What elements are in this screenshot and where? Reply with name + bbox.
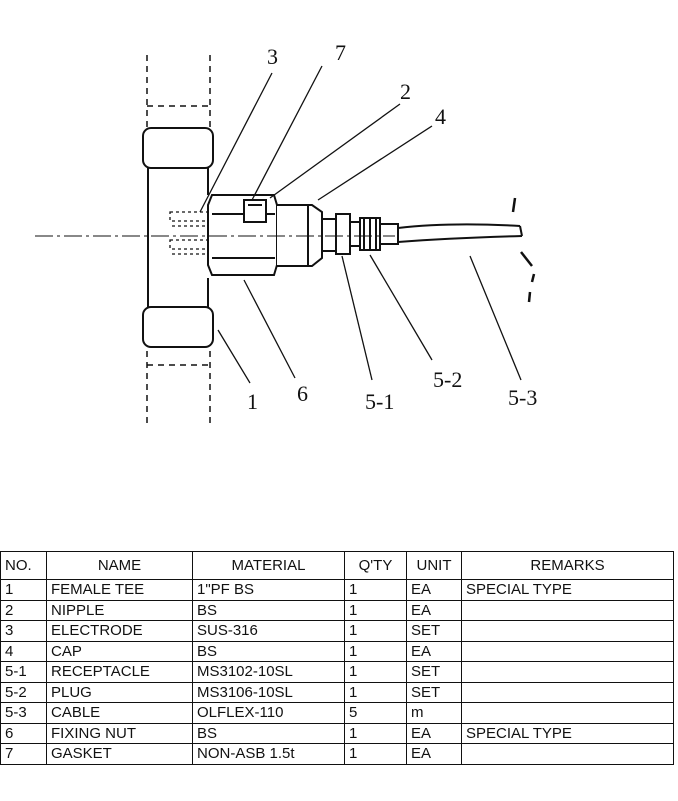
table-row: 5-1 RECEPTACLE MS3102-10SL 1 SET bbox=[0, 661, 674, 683]
cell-remarks bbox=[461, 661, 674, 683]
leader-lines bbox=[199, 65, 522, 384]
cell-qty: 1 bbox=[344, 681, 407, 703]
cell-name: RECEPTACLE bbox=[46, 661, 193, 683]
cell-name: ELECTRODE bbox=[46, 620, 193, 642]
table-row: 5-3 CABLE OLFLEX-110 5 m bbox=[0, 702, 674, 724]
cell-material: BS bbox=[192, 640, 345, 662]
cell-no: 3 bbox=[0, 620, 47, 642]
table-row: 7 GASKET NON-ASB 1.5t 1 EA bbox=[0, 743, 674, 765]
cell-qty: 1 bbox=[344, 743, 407, 765]
header-material: MATERIAL bbox=[192, 551, 345, 580]
callout-6: 6 bbox=[297, 381, 308, 406]
cell-name: CABLE bbox=[46, 702, 193, 724]
cell-remarks bbox=[461, 702, 674, 724]
cell-material: NON-ASB 1.5t bbox=[192, 743, 345, 765]
female-tee bbox=[142, 127, 214, 348]
cell-qty: 5 bbox=[344, 702, 407, 724]
cell-name: CAP bbox=[46, 640, 193, 662]
cell-no: 6 bbox=[0, 722, 47, 744]
cell-qty: 1 bbox=[344, 722, 407, 744]
cell-unit: EA bbox=[406, 640, 462, 662]
cell-no: 4 bbox=[0, 640, 47, 662]
cell-no: 2 bbox=[0, 599, 47, 621]
callout-5-1: 5-1 bbox=[365, 389, 394, 414]
parts-table: NO. NAME MATERIAL Q'TY UNIT REMARKS 1 FE… bbox=[0, 551, 674, 765]
callout-2: 2 bbox=[400, 79, 411, 104]
cell-remarks: SPECIAL TYPE bbox=[461, 722, 674, 744]
cell-material: SUS-316 bbox=[192, 620, 345, 642]
pipe-outline bbox=[146, 55, 211, 425]
table-header-row: NO. NAME MATERIAL Q'TY UNIT REMARKS bbox=[0, 551, 674, 580]
cell-qty: 1 bbox=[344, 640, 407, 662]
header-name: NAME bbox=[46, 551, 193, 580]
callout-4: 4 bbox=[435, 104, 446, 129]
cell-material: OLFLEX-110 bbox=[192, 702, 345, 724]
cell-material: 1"PF BS bbox=[192, 579, 345, 601]
fixing-nut-and-cap bbox=[207, 194, 323, 276]
cell-material: BS bbox=[192, 722, 345, 744]
table-row: 2 NIPPLE BS 1 EA bbox=[0, 599, 674, 621]
cell-qty: 1 bbox=[344, 599, 407, 621]
callout-5-3: 5-3 bbox=[508, 385, 537, 410]
cell-unit: SET bbox=[406, 681, 462, 703]
cell-name: PLUG bbox=[46, 681, 193, 703]
cell-unit: m bbox=[406, 702, 462, 724]
cell-remarks bbox=[461, 681, 674, 703]
cell-remarks bbox=[461, 640, 674, 662]
cell-no: 5-3 bbox=[0, 702, 47, 724]
callout-3: 3 bbox=[267, 44, 278, 69]
cable bbox=[397, 197, 536, 303]
cell-remarks bbox=[461, 599, 674, 621]
cell-remarks bbox=[461, 743, 674, 765]
callout-7: 7 bbox=[335, 40, 346, 65]
header-unit: UNIT bbox=[406, 551, 462, 580]
cell-material: BS bbox=[192, 599, 345, 621]
cell-material: MS3106-10SL bbox=[192, 681, 345, 703]
header-remarks: REMARKS bbox=[461, 551, 674, 580]
callout-1: 1 bbox=[247, 389, 258, 414]
table-row: 1 FEMALE TEE 1"PF BS 1 EA SPECIAL TYPE bbox=[0, 579, 674, 601]
cell-unit: SET bbox=[406, 620, 462, 642]
header-no: NO. bbox=[0, 551, 47, 580]
cell-name: GASKET bbox=[46, 743, 193, 765]
receptacle-and-plug bbox=[321, 213, 399, 255]
cell-unit: EA bbox=[406, 579, 462, 601]
cell-remarks bbox=[461, 620, 674, 642]
table-row: 4 CAP BS 1 EA bbox=[0, 640, 674, 662]
cell-unit: EA bbox=[406, 599, 462, 621]
cell-no: 7 bbox=[0, 743, 47, 765]
cell-no: 5-2 bbox=[0, 681, 47, 703]
cell-name: NIPPLE bbox=[46, 599, 193, 621]
table-row: 3 ELECTRODE SUS-316 1 SET bbox=[0, 620, 674, 642]
cell-material: MS3102-10SL bbox=[192, 661, 345, 683]
cell-unit: EA bbox=[406, 743, 462, 765]
cell-name: FIXING NUT bbox=[46, 722, 193, 744]
cell-no: 5-1 bbox=[0, 661, 47, 683]
assembly-drawing: 3 7 2 4 1 6 5-1 5-2 5-3 bbox=[35, 40, 537, 425]
cell-qty: 1 bbox=[344, 620, 407, 642]
header-qty: Q'TY bbox=[344, 551, 407, 580]
cell-qty: 1 bbox=[344, 661, 407, 683]
callout-5-2: 5-2 bbox=[433, 367, 462, 392]
cell-unit: EA bbox=[406, 722, 462, 744]
cell-name: FEMALE TEE bbox=[46, 579, 193, 601]
cell-unit: SET bbox=[406, 661, 462, 683]
electrode bbox=[169, 211, 211, 255]
cell-qty: 1 bbox=[344, 579, 407, 601]
table-row: 6 FIXING NUT BS 1 EA SPECIAL TYPE bbox=[0, 722, 674, 744]
cell-no: 1 bbox=[0, 579, 47, 601]
cell-remarks: SPECIAL TYPE bbox=[461, 579, 674, 601]
table-row: 5-2 PLUG MS3106-10SL 1 SET bbox=[0, 681, 674, 703]
